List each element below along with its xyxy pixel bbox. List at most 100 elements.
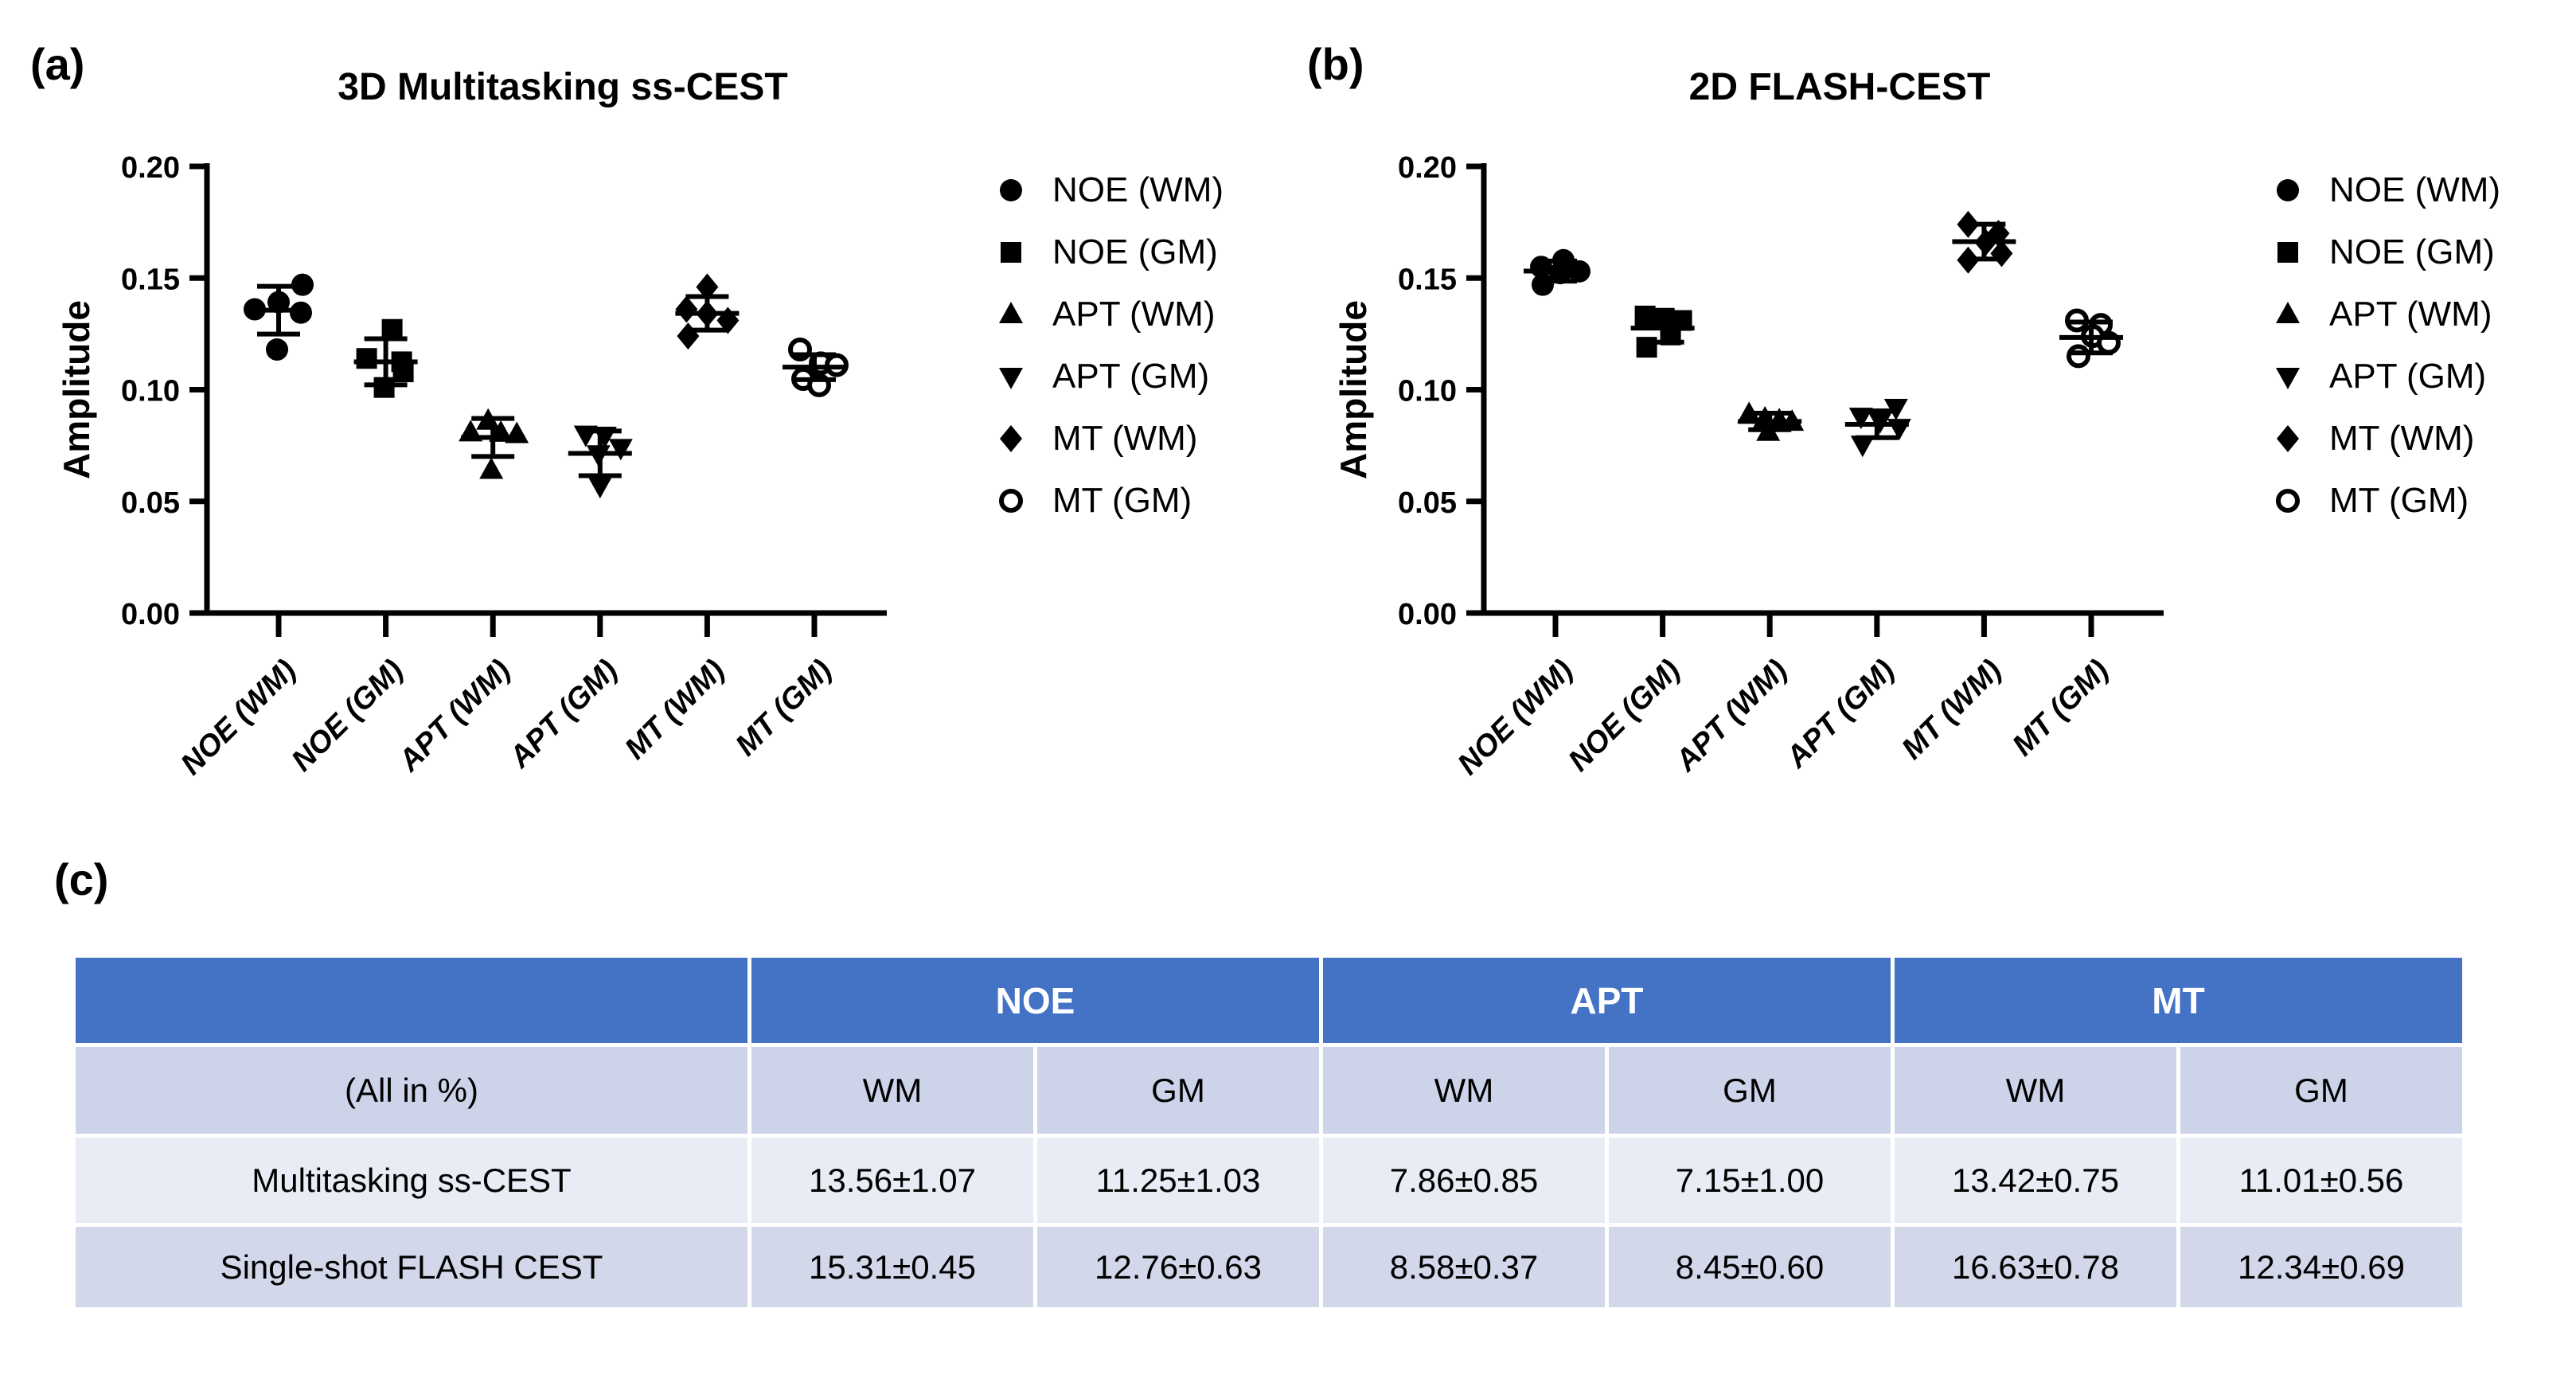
table-subheader-cell: GM xyxy=(1605,1043,1895,1138)
y-axis-label: Amplitude xyxy=(56,300,97,479)
marker-triangle-down xyxy=(999,368,1023,389)
legend-item: NOE (WM) xyxy=(993,159,1224,221)
x-tick-label: MT (GM) xyxy=(729,654,838,763)
marker-triangle-down xyxy=(2276,368,2300,389)
marker-filled-square xyxy=(392,361,414,383)
legend-item: MT (GM) xyxy=(993,470,1224,532)
table-row-label: Multitasking ss-CEST xyxy=(72,1134,751,1227)
marker-filled-square xyxy=(2277,242,2298,263)
table-value-cell: 16.63±0.78 xyxy=(1891,1223,2180,1311)
legend-label: APT (GM) xyxy=(2329,357,2487,396)
table-value-cell: 8.45±0.60 xyxy=(1605,1223,1895,1311)
panel-a-letter: (a) xyxy=(30,39,85,89)
x-tick-label: MT (WM) xyxy=(1895,654,2008,767)
marker-triangle-up xyxy=(479,457,504,479)
x-tick-label: NOE (GM) xyxy=(285,654,410,779)
marker-triangle-down xyxy=(587,477,612,499)
marker-filled-circle xyxy=(1532,273,1554,296)
series-apt-wm- xyxy=(459,408,529,479)
x-tick-label: APT (WM) xyxy=(392,654,517,779)
marker-filled-circle xyxy=(1000,179,1022,201)
y-tick-label: 0.10 xyxy=(1398,375,1457,408)
table-subheader-cell: WM xyxy=(1319,1043,1609,1138)
marker-open-circle xyxy=(2067,344,2090,369)
marker-triangle-up xyxy=(2276,302,2300,323)
marker-filled-square xyxy=(381,318,403,340)
table-value-cell: 8.58±0.37 xyxy=(1319,1223,1609,1311)
marker-filled-circle xyxy=(2277,179,2299,201)
y-tick-label: 0.05 xyxy=(121,486,180,520)
x-tick-label: NOE (WM) xyxy=(1451,654,1579,782)
x-tick-label: NOE (WM) xyxy=(174,654,302,782)
y-tick-label: 0.05 xyxy=(1398,486,1457,520)
filled-diamond-icon xyxy=(2277,425,2299,452)
table-group-header: MT xyxy=(1891,954,2466,1047)
marker-open-circle xyxy=(2276,489,2300,513)
table-row-label: Single-shot FLASH CEST xyxy=(72,1223,751,1311)
x-tick-label: MT (WM) xyxy=(619,654,732,767)
y-tick-label: 0.00 xyxy=(1398,598,1457,631)
filled-square-icon xyxy=(1001,242,1021,263)
marker-filled-circle xyxy=(290,301,312,324)
table-value-cell: 12.34±0.69 xyxy=(2176,1223,2466,1311)
panel-c-letter: (c) xyxy=(54,854,109,904)
table-value-cell: 13.42±0.75 xyxy=(1891,1134,2180,1227)
legend-label: NOE (WM) xyxy=(2329,170,2501,209)
filled-diamond-icon xyxy=(1000,425,1022,452)
legend-item: MT (GM) xyxy=(2270,470,2500,532)
marker-filled-diamond xyxy=(1000,425,1022,452)
legend-label: APT (WM) xyxy=(2329,295,2492,334)
table-value-cell: 15.31±0.45 xyxy=(747,1223,1037,1311)
legend-label: MT (GM) xyxy=(1052,481,1192,520)
series-mt-wm- xyxy=(1952,210,2016,274)
y-axis-label: Amplitude xyxy=(1333,300,1374,479)
legend-item: APT (GM) xyxy=(993,346,1224,408)
marker-filled-square xyxy=(356,348,377,369)
series-apt-gm- xyxy=(568,425,633,499)
legend-item: MT (WM) xyxy=(2270,408,2500,470)
triangle-down-icon xyxy=(2276,368,2300,389)
series-mt-wm- xyxy=(675,273,740,350)
y-tick-label: 0.15 xyxy=(1398,263,1457,296)
marker-filled-diamond xyxy=(675,295,698,323)
legend-item: APT (WM) xyxy=(993,283,1224,346)
triangle-up-icon xyxy=(2276,302,2300,323)
series-mt-gm- xyxy=(783,338,849,397)
table-value-cell: 12.76±0.63 xyxy=(1033,1223,1323,1311)
legend-item: APT (WM) xyxy=(2270,283,2500,346)
marker-triangle-down xyxy=(1850,435,1875,458)
table-group-header: NOE xyxy=(747,954,1323,1047)
table-subheader-cell: WM xyxy=(1891,1043,2180,1138)
marker-filled-diamond xyxy=(2277,425,2299,452)
legend-label: NOE (GM) xyxy=(2329,232,2495,271)
chart-a-legend: NOE (WM)NOE (GM)APT (WM)APT (GM)MT (WM)M… xyxy=(993,159,1224,532)
marker-triangle-up xyxy=(999,302,1023,323)
legend-label: NOE (WM) xyxy=(1052,170,1224,209)
table-unit-note: (All in %) xyxy=(72,1043,751,1138)
series-mt-gm- xyxy=(2059,308,2123,369)
table-group-header: APT xyxy=(1319,954,1895,1047)
panel-b-letter: (b) xyxy=(1307,39,1364,89)
legend-item: NOE (WM) xyxy=(2270,159,2500,221)
legend-label: MT (WM) xyxy=(2329,419,2475,458)
series-apt-gm- xyxy=(1844,398,1911,458)
legend-item: NOE (GM) xyxy=(993,221,1224,283)
series-noe-gm- xyxy=(1630,305,1695,358)
filled-circle-icon xyxy=(1000,179,1022,201)
marker-filled-circle xyxy=(291,273,314,296)
y-tick-label: 0.15 xyxy=(121,263,180,296)
marker-filled-diamond xyxy=(696,273,719,301)
x-tick-label: NOE (GM) xyxy=(1562,654,1687,779)
table-value-cell: 7.86±0.85 xyxy=(1319,1134,1609,1227)
chart-b-legend: NOE (WM) NOE (GM) APT (WM) APT (GM) MT (WM) M… xyxy=(2270,159,2500,532)
series-apt-wm- xyxy=(1737,401,1805,441)
legend-item: NOE (GM) xyxy=(2270,221,2500,283)
marker-filled-diamond xyxy=(677,322,700,350)
table-value-cell: 11.01±0.56 xyxy=(2176,1134,2466,1227)
